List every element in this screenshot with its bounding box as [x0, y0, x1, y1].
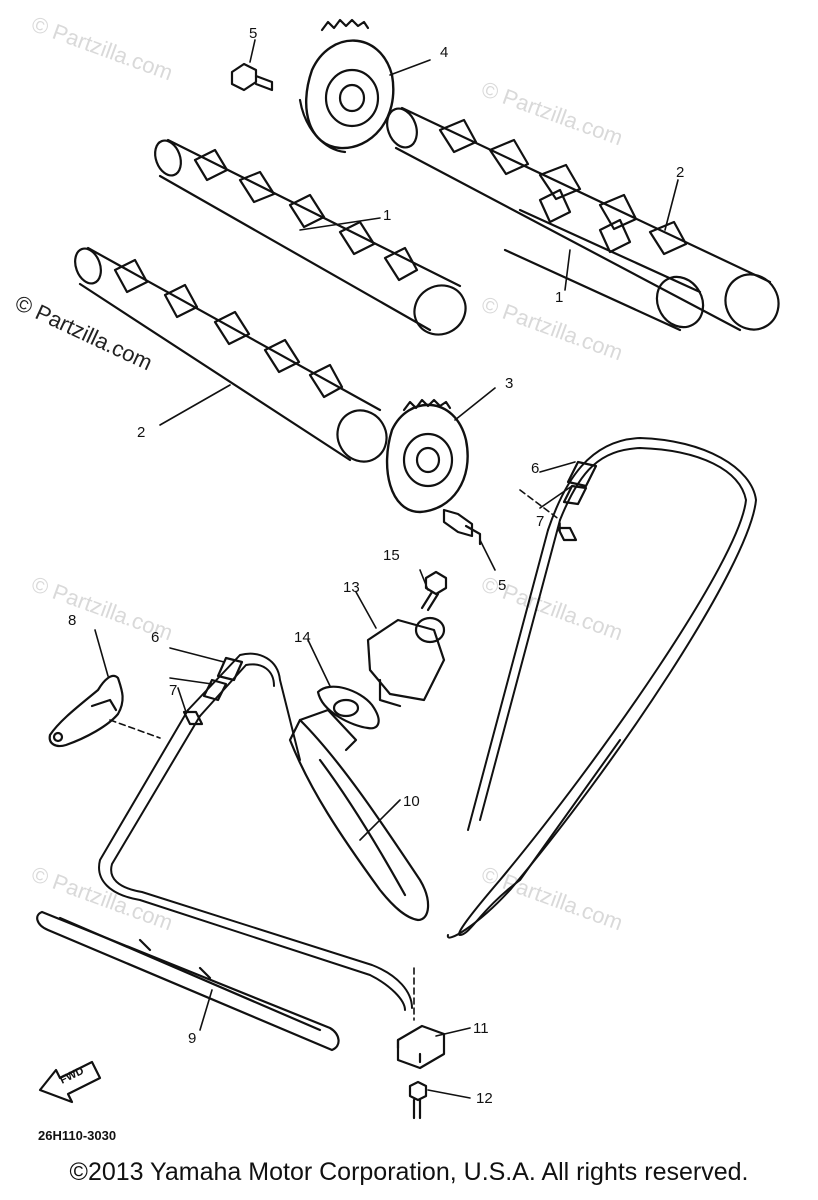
bolt-top — [230, 62, 274, 92]
callout-1: 1 — [555, 289, 563, 306]
callout-10: 10 — [403, 793, 420, 810]
callout-6: 6 — [531, 460, 539, 477]
sprocket-lower — [385, 398, 469, 514]
camshaft-1-right — [503, 188, 705, 332]
callout-2: 2 — [676, 164, 684, 181]
watermark-text: © Partzilla.com — [28, 11, 176, 85]
guide-stopper-11 — [396, 1024, 446, 1070]
chain-tensioner — [366, 616, 446, 708]
callout-13: 13 — [343, 579, 360, 596]
watermark-text: © Partzilla.com — [28, 861, 176, 935]
watermark-text: © Partzilla.com — [478, 291, 626, 365]
timing-chain-right — [446, 437, 757, 939]
bolt-15 — [420, 570, 448, 612]
callout-7: 7 — [169, 682, 177, 699]
chain-guide-10 — [288, 708, 430, 922]
callout-labels: 5 4 1 2 1 2 3 6 7 5 15 13 14 8 6 7 10 9 … — [68, 25, 684, 1107]
bolt-lower — [442, 508, 482, 546]
chain-guide-9 — [36, 910, 340, 1052]
leader-lines — [94, 39, 679, 1099]
sprocket-top — [298, 18, 395, 154]
callout-12: 12 — [476, 1090, 493, 1107]
watermark-text: © Partzilla.com — [478, 76, 626, 150]
callout-11: 11 — [473, 1020, 489, 1037]
callout-1: 1 — [383, 207, 391, 224]
callout-4: 4 — [440, 44, 448, 61]
fwd-arrow-icon — [38, 1060, 102, 1104]
fwd-label: FWD — [58, 1065, 86, 1087]
camshaft-1-left — [154, 138, 467, 336]
chain-guide-8 — [48, 674, 124, 748]
callout-14: 14 — [294, 629, 311, 646]
chain-joint-right — [556, 460, 598, 542]
tensioner-gasket — [316, 685, 380, 730]
callout-6: 6 — [151, 629, 159, 646]
camshaft-2-left — [74, 246, 388, 463]
callout-8: 8 — [68, 612, 76, 629]
callout-2: 2 — [137, 424, 145, 441]
diagram-code: 26H110-3030 — [38, 1128, 116, 1143]
callout-9: 9 — [188, 1030, 196, 1047]
timing-chain-left — [98, 652, 413, 1011]
callout-15: 15 — [383, 547, 400, 564]
chain-joint-left — [182, 656, 244, 726]
watermark-text: © Partzilla.com — [478, 861, 626, 935]
callout-7: 7 — [536, 513, 544, 530]
callout-5: 5 — [498, 577, 506, 594]
copyright-notice: ©2013 Yamaha Motor Corporation, U.S.A. A… — [69, 1158, 749, 1186]
bolt-12 — [408, 1080, 428, 1120]
callout-3: 3 — [505, 375, 513, 392]
camshaft-2-right — [386, 106, 780, 332]
callout-5: 5 — [249, 25, 257, 42]
